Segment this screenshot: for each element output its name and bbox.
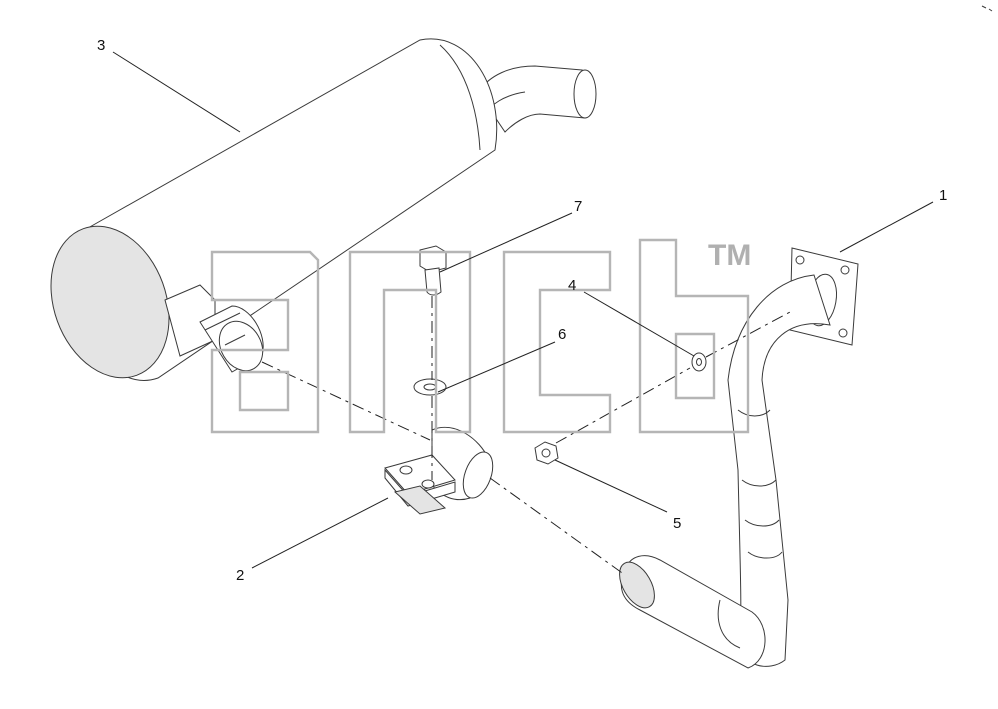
leader-lines xyxy=(112,51,934,569)
callout-2: 2 xyxy=(236,567,244,584)
callout-3: 3 xyxy=(97,37,105,54)
callout-4: 4 xyxy=(568,277,576,294)
bolt-part-7 xyxy=(419,245,447,296)
callout-labels: 3 1 2 4 5 6 7 xyxy=(97,37,947,584)
watermark-trademark: TM xyxy=(708,239,751,272)
nut-part-5 xyxy=(534,441,559,465)
exhaust-pipe-part-1 xyxy=(619,247,859,669)
muffler-part-3 xyxy=(50,38,597,381)
callout-1: 1 xyxy=(939,187,947,204)
callout-5: 5 xyxy=(673,515,681,532)
watermark-logo: TM xyxy=(210,238,751,434)
assembly-axes xyxy=(261,296,791,576)
callout-7: 7 xyxy=(574,198,582,215)
lock-washer-part-4 xyxy=(691,352,707,372)
washer-part-6 xyxy=(413,378,447,396)
clamp-part-2 xyxy=(384,426,494,515)
corner-mark xyxy=(981,5,993,12)
callout-6: 6 xyxy=(558,326,566,343)
